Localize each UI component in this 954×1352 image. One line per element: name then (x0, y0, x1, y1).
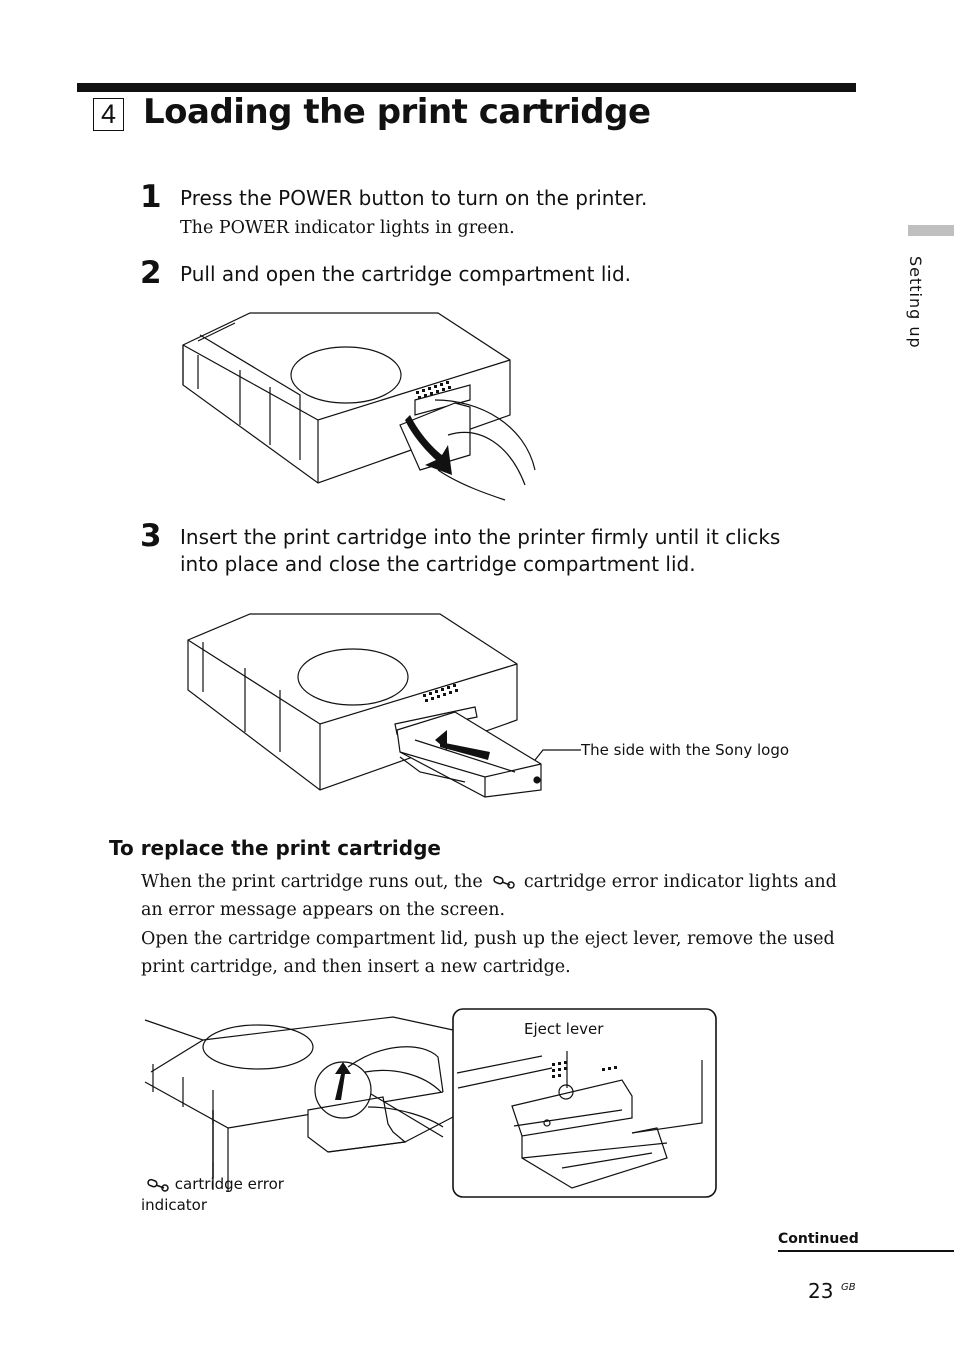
indicator-label-line2: indicator (141, 1196, 208, 1214)
step-3-text-line1: Insert the print cartridge into the prin… (180, 525, 781, 549)
cartridge-error-icon (146, 1177, 170, 1190)
replace-p2-line1: Open the cartridge compartment lid, push… (141, 929, 835, 949)
step-3-text-line2: into place and close the cartridge compa… (180, 552, 696, 576)
replace-p1-line2: an error message appears on the screen. (141, 900, 506, 920)
indicator-leader-line (210, 1110, 220, 1180)
figure-open-lid (180, 305, 540, 505)
step-1-number: 1 (140, 179, 162, 215)
page-language-code: GB (841, 1282, 856, 1293)
side-tab-marker (908, 225, 954, 236)
page-number: 23 (808, 1279, 834, 1303)
replace-p2-line2: print cartridge, and then insert a new c… (141, 957, 571, 977)
cartridge-error-icon (492, 870, 516, 884)
eject-lever-label: Eject lever (524, 1020, 604, 1038)
figure-insert-cartridge (185, 612, 605, 797)
section-number: 4 (93, 98, 124, 131)
indicator-label-line1: cartridge error (146, 1175, 284, 1193)
figure-replace-cartridge (143, 1012, 453, 1202)
side-tab-label: Setting up (906, 256, 925, 349)
continued-label: Continued (778, 1231, 859, 1247)
indicator-label-text: cartridge error (174, 1175, 284, 1193)
replace-heading: To replace the print cartridge (109, 836, 441, 860)
step-3-number: 3 (140, 518, 162, 554)
page-title: Loading the print cartridge (143, 92, 651, 132)
figure-eject-lever-inset (452, 1008, 718, 1200)
replace-p1-line1-start: When the print cartridge runs out, the (141, 872, 483, 892)
continued-rule (778, 1250, 954, 1252)
step-2-text: Pull and open the cartridge compartment … (180, 262, 631, 286)
replace-p1-line1: When the print cartridge runs out, the c… (141, 868, 837, 896)
replace-p1-line1-end: cartridge error indicator lights and (523, 872, 837, 892)
sony-logo-callout: The side with the Sony logo (581, 741, 790, 759)
step-2-number: 2 (140, 255, 162, 291)
step-1-text: Press the POWER button to turn on the pr… (180, 186, 648, 210)
header-rule (77, 83, 856, 92)
step-1-note: The POWER indicator lights in green. (180, 218, 515, 238)
